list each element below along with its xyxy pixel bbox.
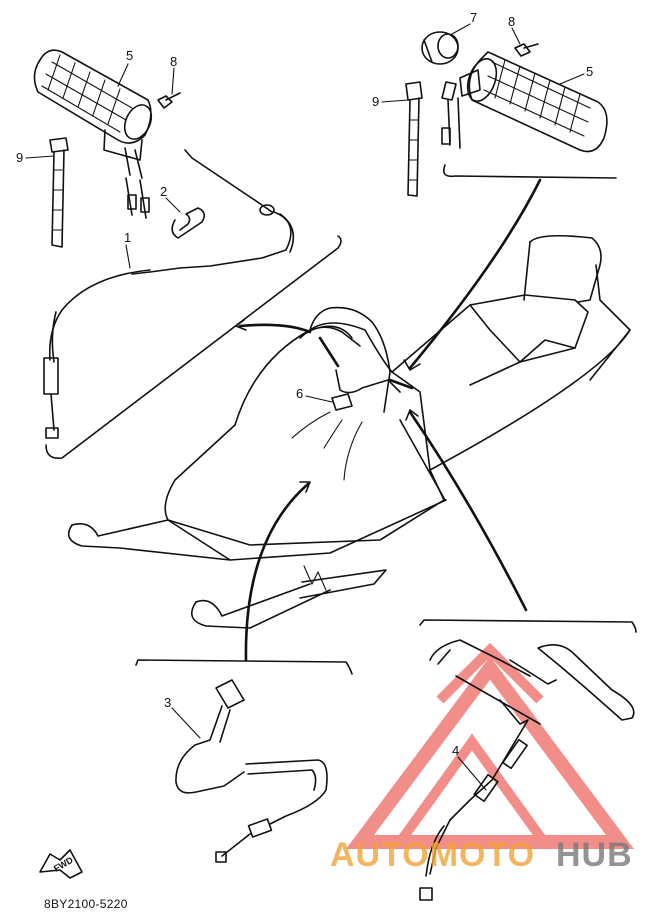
left-grip-part: [33, 49, 153, 219]
callout-1: 1: [124, 230, 131, 245]
left-screw-part: [157, 92, 181, 109]
callout-7: 7: [470, 10, 477, 25]
callout-2: 2: [160, 184, 167, 199]
callout-8-right: 8: [508, 14, 515, 29]
left-cable-tie-part: [49, 137, 69, 248]
throttle-cable-part: [43, 149, 295, 439]
callout-4: 4: [452, 743, 459, 758]
left-panel-bracket: [45, 235, 342, 460]
assembly-arrows: [235, 178, 542, 662]
bottom-right-bracket: [419, 619, 637, 633]
callout-numbers: 1 2 3 4 5 5 6 7 8 8 9 9: [16, 10, 593, 791]
snowmobile-body: [67, 234, 631, 629]
right-cable-tie-part: [405, 81, 423, 197]
bottom-left-bracket: [135, 659, 353, 675]
right-grip-part: [441, 51, 608, 153]
callout-3: 3: [164, 695, 171, 710]
callout-6: 6: [296, 386, 303, 401]
forward-direction-icon: FWD: [39, 849, 83, 879]
watermark-text: AUTOMOTO HUB: [330, 836, 633, 874]
part-code-label: 8BY2100-5220: [44, 897, 128, 911]
watermark-logo: [346, 642, 634, 849]
callout-9-right: 9: [372, 94, 379, 109]
grip-ring-part: [421, 31, 459, 65]
clip-part: [171, 207, 206, 239]
choke-cable-part: [175, 679, 328, 863]
callout-5-right: 5: [586, 64, 593, 79]
right-panel-bracket: [442, 164, 617, 179]
watermark-text-left: AUTOMOTO: [330, 836, 535, 874]
brake-cable-part: [419, 639, 635, 901]
callout-5-left: 5: [126, 48, 133, 63]
watermark-text-right: HUB: [556, 836, 633, 874]
callout-9-left: 9: [16, 150, 23, 165]
callout-8-left: 8: [170, 54, 177, 69]
right-screw-part: [514, 43, 539, 57]
